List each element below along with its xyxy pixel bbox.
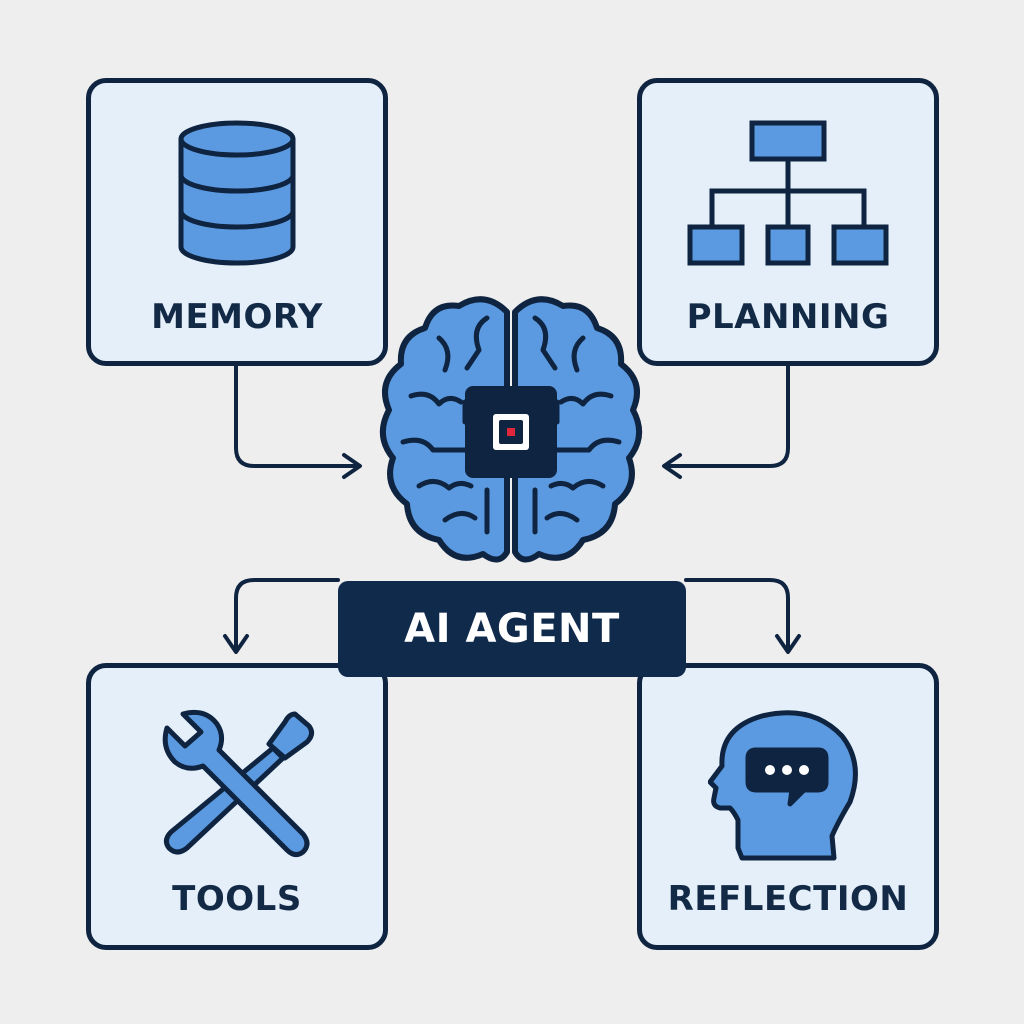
memory-card: MEMORY	[86, 78, 388, 366]
reflection-label: REFLECTION	[667, 879, 909, 919]
wrench-screwdriver-icon	[91, 708, 383, 858]
reflection-card: REFLECTION	[637, 663, 939, 950]
tools-card: TOOLS	[86, 663, 388, 950]
planning-to-agent-arrow	[662, 364, 790, 479]
agent-to-reflection-arrow	[684, 578, 801, 654]
ai-agent-banner: AI AGENT	[338, 581, 686, 677]
planning-card: PLANNING	[637, 78, 939, 366]
database-icon	[91, 119, 383, 267]
ai-agent-label: AI AGENT	[404, 606, 620, 652]
brain-chip-icon	[375, 290, 647, 572]
planning-label: PLANNING	[686, 297, 890, 337]
tools-label: TOOLS	[172, 879, 302, 919]
memory-label: MEMORY	[151, 297, 323, 337]
head-speech-icon	[642, 708, 934, 864]
memory-to-agent-arrow	[234, 364, 362, 479]
hierarchy-icon	[642, 119, 934, 269]
processor-chip	[465, 386, 557, 478]
agent-to-tools-arrow	[223, 578, 340, 654]
